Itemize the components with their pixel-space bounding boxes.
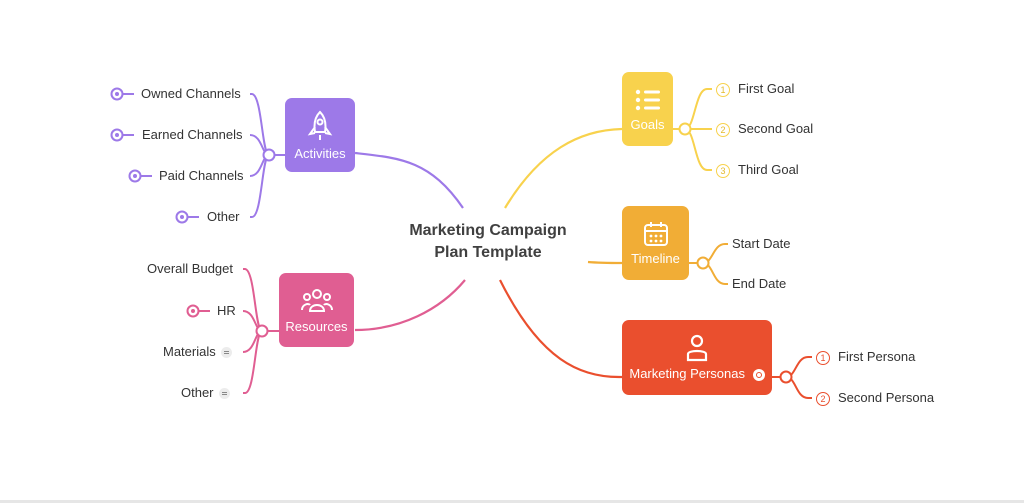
timeline-junction <box>696 256 710 270</box>
goals-leaf-2: Second Goal <box>738 121 814 136</box>
goals-leaf-3-row[interactable]: 3 Third Goal <box>716 162 799 178</box>
connector-personas <box>499 279 623 379</box>
activities-leaf-3[interactable]: Paid Channels <box>159 168 244 183</box>
note-icon[interactable] <box>220 347 232 359</box>
number-marker-1: 1 <box>716 82 730 97</box>
central-topic[interactable]: Marketing Campaign Plan Template <box>388 220 588 264</box>
connector-activities <box>354 151 464 209</box>
resources-leaf-1[interactable]: Overall Budget <box>147 261 233 276</box>
personas-label-row: Marketing Personas <box>629 366 765 381</box>
goals-leaf-2-row[interactable]: 2 Second Goal <box>716 121 813 137</box>
rocket-icon <box>307 110 333 140</box>
activities-leaf-4[interactable]: Other <box>207 209 240 224</box>
resources-leaf-2[interactable]: HR <box>217 303 236 318</box>
connector-goals <box>504 127 623 209</box>
list-icon <box>635 89 660 110</box>
calendar-icon <box>643 221 668 246</box>
number-marker-3: 3 <box>716 163 730 178</box>
resources-leaf-3: Materials <box>163 344 216 359</box>
note-icon[interactable] <box>218 388 230 400</box>
goals-junction <box>678 122 692 136</box>
goals-leaf-1-row[interactable]: 1 First Goal <box>716 81 794 97</box>
connector-timeline <box>587 260 623 265</box>
people-icon <box>300 288 333 312</box>
number-marker-1: 1 <box>816 350 830 365</box>
goals-label: Goals <box>630 116 665 132</box>
personas-leaf-1: First Persona <box>838 349 916 364</box>
personas-leaf-2: Second Persona <box>838 390 935 405</box>
central-title-line2: Plan Template <box>434 244 542 261</box>
link-icon[interactable] <box>752 368 765 381</box>
goals-leaf-1: First Goal <box>738 81 795 96</box>
resources-leaf-3-row[interactable]: Materials <box>163 344 232 360</box>
resources-leaf-4-row[interactable]: Other <box>181 385 230 401</box>
number-marker-2: 2 <box>716 122 730 137</box>
timeline-leaf-1[interactable]: Start Date <box>732 236 791 251</box>
resources-label: Resources <box>285 318 348 334</box>
connector-resources <box>354 279 466 332</box>
person-icon <box>686 334 708 362</box>
bottom-divider <box>0 500 1024 503</box>
resources-leaf-4: Other <box>181 385 214 400</box>
personas-leaf-2-row[interactable]: 2 Second Persona <box>816 390 934 406</box>
resources-junction <box>255 324 269 338</box>
central-title-line1: Marketing Campaign <box>409 222 567 239</box>
personas-label: Marketing Personas <box>629 366 745 381</box>
activities-leaf-connectors <box>122 93 285 218</box>
timeline-node[interactable]: Timeline <box>622 206 689 280</box>
activities-leaf-2[interactable]: Earned Channels <box>142 127 243 142</box>
number-marker-2: 2 <box>816 391 830 406</box>
activities-junction <box>262 148 276 162</box>
activities-label: Activities <box>294 145 346 161</box>
personas-leaf-1-row[interactable]: 1 First Persona <box>816 349 915 365</box>
timeline-leaf-2[interactable]: End Date <box>732 276 787 291</box>
activities-node[interactable]: Activities <box>285 98 355 172</box>
personas-node[interactable]: Marketing Personas <box>622 320 772 395</box>
goals-leaf-3: Third Goal <box>738 162 799 177</box>
personas-junction <box>779 370 793 384</box>
goals-node[interactable]: Goals <box>622 72 673 146</box>
resources-node[interactable]: Resources <box>279 273 354 347</box>
activities-leaf-1[interactable]: Owned Channels <box>141 86 241 101</box>
timeline-label: Timeline <box>631 250 680 266</box>
activities-leaf-markers <box>110 87 189 224</box>
